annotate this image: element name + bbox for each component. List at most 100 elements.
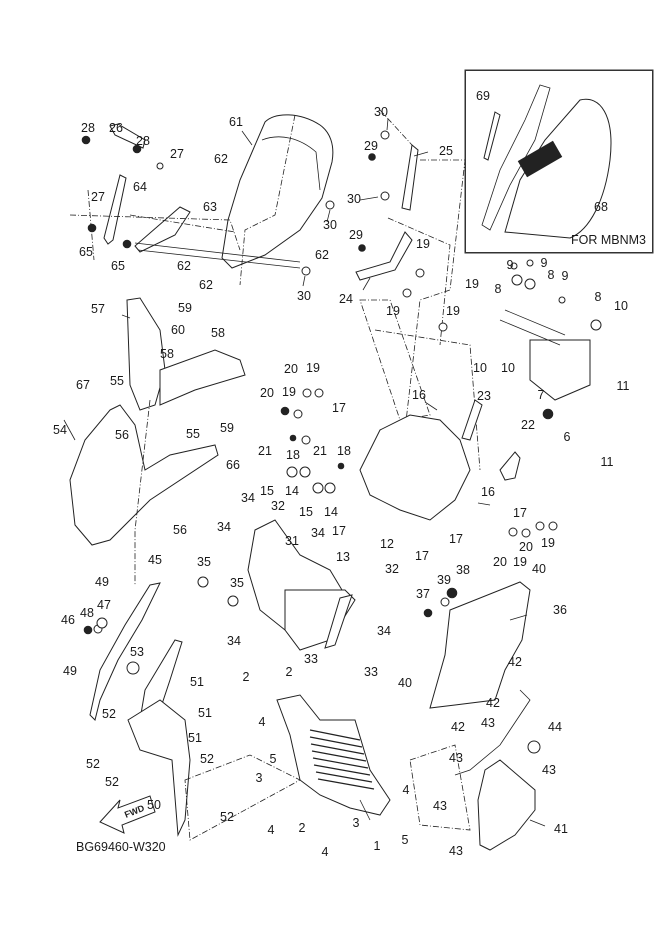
part-callout-41[interactable]: 41	[554, 821, 568, 836]
part-69-lens[interactable]	[483, 111, 501, 161]
part-callout-61[interactable]: 61	[229, 114, 243, 129]
part-callout-17[interactable]: 17	[332, 400, 346, 415]
part-callout-26[interactable]: 26	[109, 120, 123, 135]
part-33-panel-right[interactable]	[324, 594, 353, 649]
part-callout-51[interactable]: 51	[198, 705, 212, 720]
part-callout-43[interactable]: 43	[449, 843, 463, 858]
part-callout-8[interactable]: 8	[594, 289, 602, 304]
part-callout-40[interactable]: 40	[398, 675, 412, 690]
part-50-lower-trim[interactable]	[127, 699, 191, 837]
part-callout-59[interactable]: 59	[178, 300, 192, 315]
part-callout-55[interactable]: 55	[110, 373, 124, 388]
part-callout-55[interactable]: 55	[186, 426, 200, 441]
part-callout-30[interactable]: 30	[297, 288, 311, 303]
part-callout-34[interactable]: 34	[377, 623, 391, 638]
part-callout-10[interactable]: 10	[501, 360, 515, 375]
part-callout-42[interactable]: 42	[508, 654, 522, 669]
part-callout-31[interactable]: 31	[285, 533, 299, 548]
part-callout-30[interactable]: 30	[374, 104, 388, 119]
part-callout-42[interactable]: 42	[486, 695, 500, 710]
part-callout-2[interactable]: 2	[298, 820, 306, 835]
part-callout-21[interactable]: 21	[258, 443, 272, 458]
part-callout-32[interactable]: 32	[385, 561, 399, 576]
part-callout-64[interactable]: 64	[133, 179, 147, 194]
part-12-stay[interactable]	[359, 414, 471, 521]
part-callout-51[interactable]: 51	[190, 674, 204, 689]
part-callout-21[interactable]: 21	[313, 443, 327, 458]
part-callout-13[interactable]: 13	[336, 549, 350, 564]
part-callout-51[interactable]: 51	[188, 730, 202, 745]
part-callout-4[interactable]: 4	[402, 782, 410, 797]
part-61-windshield[interactable]	[221, 114, 334, 269]
part-callout-14[interactable]: 14	[285, 483, 299, 498]
part-callout-28[interactable]: 28	[136, 133, 150, 148]
part-callout-4[interactable]: 4	[267, 822, 275, 837]
part-36-side-cover[interactable]	[429, 581, 531, 709]
part-callout-20[interactable]: 20	[493, 554, 507, 569]
part-callout-19[interactable]: 19	[541, 535, 555, 550]
part-callout-54[interactable]: 54	[53, 422, 67, 437]
part-callout-8[interactable]: 8	[494, 281, 502, 296]
part-callout-49[interactable]: 49	[63, 663, 77, 678]
part-callout-34[interactable]: 34	[241, 490, 255, 505]
part-callout-36[interactable]: 36	[553, 602, 567, 617]
part-callout-4[interactable]: 4	[258, 714, 266, 729]
part-callout-52[interactable]: 52	[200, 751, 214, 766]
part-callout-15[interactable]: 15	[299, 504, 313, 519]
part-callout-52[interactable]: 52	[86, 756, 100, 771]
part-callout-34[interactable]: 34	[217, 519, 231, 534]
part-24-bracket[interactable]	[355, 231, 413, 281]
part-callout-52[interactable]: 52	[105, 774, 119, 789]
part-callout-3[interactable]: 3	[352, 815, 360, 830]
part-callout-23[interactable]: 23	[477, 388, 491, 403]
part-callout-39[interactable]: 39	[437, 572, 451, 587]
part-callout-18[interactable]: 18	[286, 447, 300, 462]
part-callout-22[interactable]: 22	[521, 417, 535, 432]
part-callout-1[interactable]: 1	[373, 838, 381, 853]
part-callout-62[interactable]: 62	[315, 247, 329, 262]
part-callout-65[interactable]: 65	[79, 244, 93, 259]
part-callout-5[interactable]: 5	[401, 832, 409, 847]
part-callout-3[interactable]: 3	[255, 770, 263, 785]
part-callout-43[interactable]: 43	[433, 798, 447, 813]
part-callout-6[interactable]: 6	[563, 429, 571, 444]
part-callout-32[interactable]: 32	[271, 498, 285, 513]
part-callout-27[interactable]: 27	[170, 146, 184, 161]
part-54-front-cowl[interactable]	[69, 404, 219, 546]
part-callout-20[interactable]: 20	[284, 361, 298, 376]
part-callout-16[interactable]: 16	[412, 387, 426, 402]
part-callout-19[interactable]: 19	[386, 303, 400, 318]
part-45-side-trim[interactable]	[89, 582, 161, 721]
part-callout-59[interactable]: 59	[220, 420, 234, 435]
part-6-mount[interactable]	[529, 339, 591, 401]
part-callout-2[interactable]: 2	[242, 669, 250, 684]
part-callout-43[interactable]: 43	[542, 762, 556, 777]
part-callout-45[interactable]: 45	[148, 552, 162, 567]
part-callout-9[interactable]: 9	[540, 255, 548, 270]
part-callout-35[interactable]: 35	[197, 554, 211, 569]
part-callout-69[interactable]: 69	[476, 88, 490, 103]
part-callout-29[interactable]: 29	[364, 138, 378, 153]
part-callout-9[interactable]: 9	[506, 257, 514, 272]
part-callout-52[interactable]: 52	[102, 706, 116, 721]
part-callout-24[interactable]: 24	[339, 291, 353, 306]
part-callout-14[interactable]: 14	[324, 504, 338, 519]
part-callout-33[interactable]: 33	[364, 664, 378, 679]
part-64-trim[interactable]	[103, 174, 127, 245]
part-callout-52[interactable]: 52	[220, 809, 234, 824]
part-callout-60[interactable]: 60	[171, 322, 185, 337]
part-callout-37[interactable]: 37	[416, 586, 430, 601]
part-callout-17[interactable]: 17	[513, 505, 527, 520]
part-callout-7[interactable]: 7	[537, 387, 545, 402]
part-callout-34[interactable]: 34	[311, 525, 325, 540]
part-callout-62[interactable]: 62	[199, 277, 213, 292]
part-callout-66[interactable]: 66	[226, 457, 240, 472]
part-callout-10[interactable]: 10	[614, 298, 628, 313]
part-callout-43[interactable]: 43	[449, 750, 463, 765]
part-callout-10[interactable]: 10	[473, 360, 487, 375]
part-callout-19[interactable]: 19	[513, 554, 527, 569]
part-63-trim[interactable]	[134, 206, 191, 253]
part-upper-nose-right[interactable]	[159, 349, 246, 406]
part-callout-25[interactable]: 25	[439, 143, 453, 158]
part-callout-11[interactable]: 11	[616, 378, 630, 393]
